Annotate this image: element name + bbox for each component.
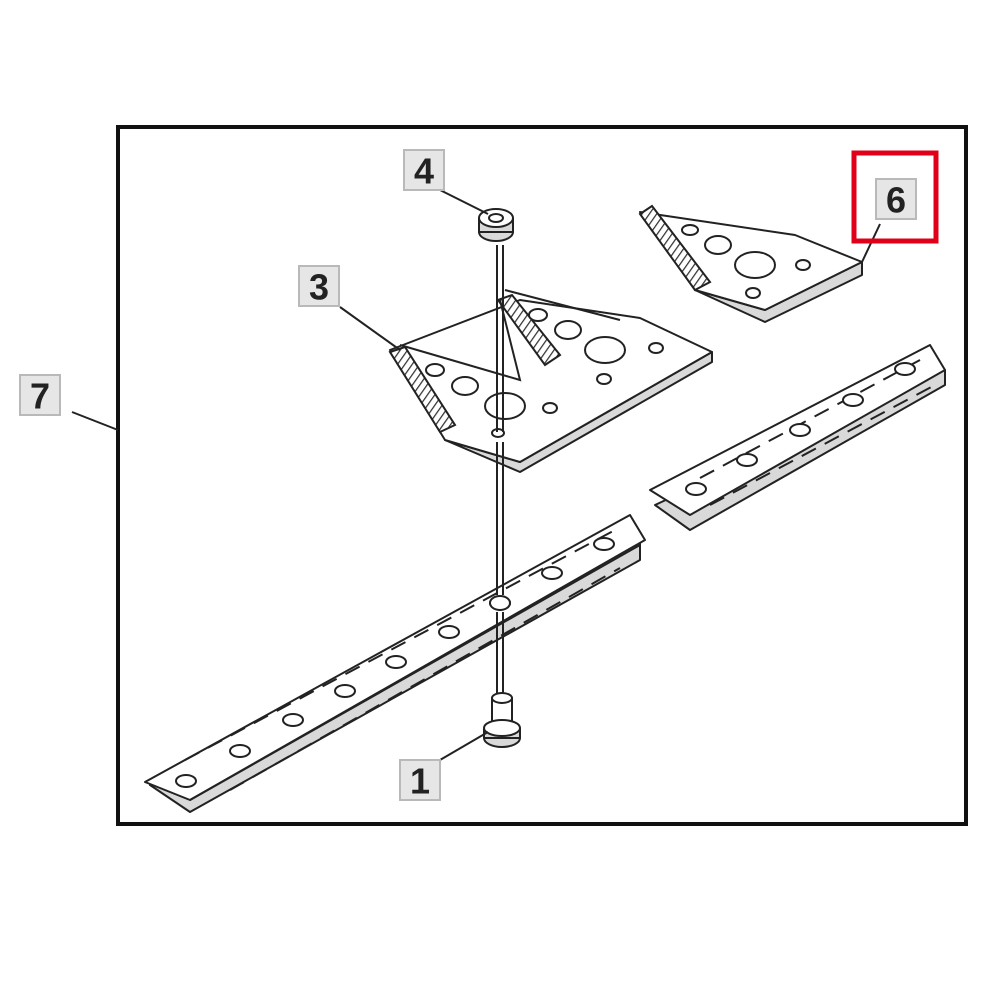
callout-4[interactable]: 4 xyxy=(403,149,445,192)
callout-7-label: 7 xyxy=(30,376,50,417)
bar-holes xyxy=(175,537,615,788)
leader-4 xyxy=(439,189,489,215)
knife-section-double xyxy=(388,289,713,473)
callout-3[interactable]: 3 xyxy=(298,265,340,308)
callout-1-label: 1 xyxy=(410,761,430,802)
leader-1 xyxy=(439,731,489,761)
callout-6-label: 6 xyxy=(886,180,906,221)
assembly-frame xyxy=(116,125,968,826)
nut-part xyxy=(478,208,514,242)
highlight-box xyxy=(851,150,939,244)
leader-7 xyxy=(71,411,119,431)
fastener-axis xyxy=(489,245,511,695)
leader-3 xyxy=(339,306,401,351)
callout-1[interactable]: 1 xyxy=(399,759,441,802)
knife-section-single xyxy=(638,204,863,323)
upper-knife-bar xyxy=(649,344,946,531)
lower-knife-bar xyxy=(144,514,646,813)
callout-7[interactable]: 7 xyxy=(19,374,61,417)
callout-4-label: 4 xyxy=(414,151,434,192)
callout-6[interactable]: 6 xyxy=(875,178,917,221)
callout-3-label: 3 xyxy=(309,267,329,308)
bolt-part xyxy=(483,692,521,748)
